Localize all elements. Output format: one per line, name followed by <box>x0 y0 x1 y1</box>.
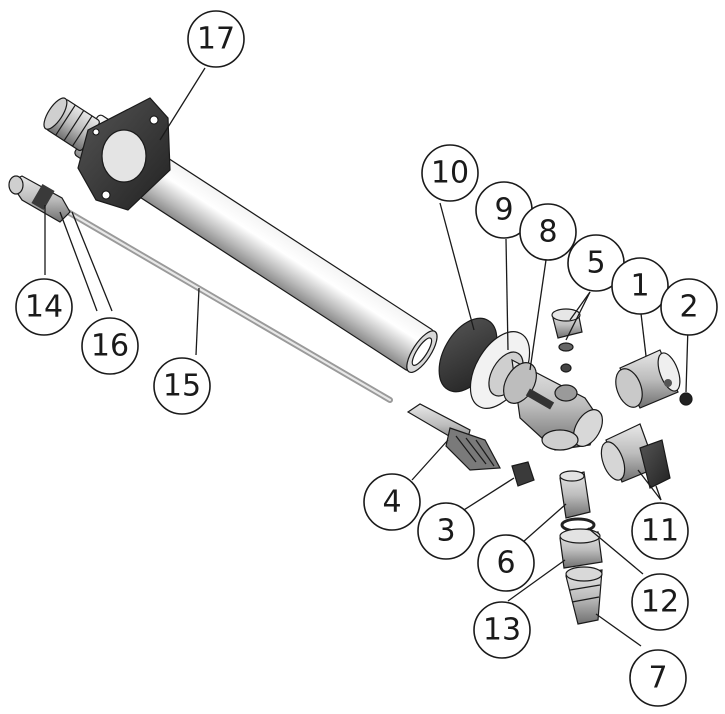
vacuum-breaker-cap <box>551 308 583 373</box>
svg-text:1: 1 <box>630 269 649 304</box>
callout-6: 6 <box>477 534 535 592</box>
svg-text:7: 7 <box>648 661 667 696</box>
handle-screw <box>679 392 693 406</box>
hose-connector-body <box>559 470 591 519</box>
callout-17: 17 <box>187 10 245 68</box>
callout-13: 13 <box>473 601 531 659</box>
svg-text:8: 8 <box>538 215 557 250</box>
callout-3: 3 <box>417 502 475 560</box>
valve-body <box>503 358 604 451</box>
mounting-flange <box>77 97 171 211</box>
svg-text:4: 4 <box>382 485 401 520</box>
svg-text:10: 10 <box>431 156 469 191</box>
svg-text:6: 6 <box>496 546 515 581</box>
svg-text:9: 9 <box>494 193 513 228</box>
svg-text:2: 2 <box>679 290 698 325</box>
callout-10: 10 <box>421 144 479 202</box>
coupling-nut <box>559 528 603 569</box>
callout-12: 12 <box>631 573 689 631</box>
callout-1: 1 <box>611 257 669 315</box>
backflow-preventer <box>600 423 671 489</box>
svg-text:12: 12 <box>641 585 679 620</box>
callout-11: 11 <box>631 502 689 560</box>
svg-text:14: 14 <box>25 290 63 325</box>
callout-16: 16 <box>81 317 139 375</box>
handle <box>615 349 681 409</box>
callout-2: 2 <box>660 278 718 336</box>
callout-9: 9 <box>475 181 533 239</box>
cartridge <box>406 403 501 471</box>
cartridge-nut <box>511 461 535 487</box>
svg-text:15: 15 <box>163 369 201 404</box>
callout-4: 4 <box>363 473 421 531</box>
callout-7: 7 <box>629 649 687 707</box>
stem-rod <box>65 209 393 403</box>
callout-8: 8 <box>519 203 577 261</box>
stem-end-fitting <box>8 175 71 223</box>
svg-text:11: 11 <box>641 514 679 549</box>
svg-text:3: 3 <box>436 514 455 549</box>
svg-text:5: 5 <box>586 246 605 281</box>
svg-text:13: 13 <box>483 613 521 648</box>
svg-text:17: 17 <box>197 22 235 57</box>
callout-15: 15 <box>153 357 211 415</box>
hose-adapter <box>565 566 603 625</box>
leader-lines <box>44 67 689 647</box>
svg-text:16: 16 <box>91 329 129 364</box>
callout-14: 14 <box>15 278 73 336</box>
